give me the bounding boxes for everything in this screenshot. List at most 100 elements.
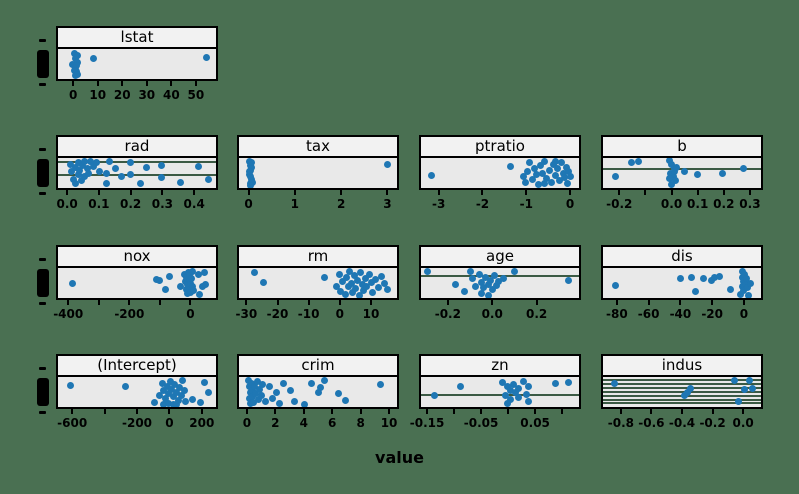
data-point	[627, 159, 635, 166]
y-axis-label-blob	[37, 159, 49, 187]
data-point	[252, 390, 260, 397]
data-point	[693, 171, 701, 178]
data-point	[161, 286, 169, 294]
panel-title: ptratio	[475, 137, 525, 155]
axis-tick	[619, 409, 622, 414]
data-point	[486, 276, 494, 284]
data-point	[202, 53, 210, 61]
data-point	[541, 180, 549, 187]
axis-tick	[103, 409, 106, 414]
data-point	[71, 66, 79, 74]
panel-title: dis	[671, 247, 693, 265]
data-point	[352, 284, 360, 292]
y-axis-label-blob	[37, 50, 49, 78]
axis-tick-label: 0.0	[660, 197, 683, 211]
data-point	[272, 388, 280, 396]
data-point	[250, 382, 258, 390]
data-point	[545, 166, 553, 174]
axis-tick	[480, 409, 483, 414]
data-point	[90, 162, 98, 170]
data-point	[526, 159, 534, 166]
data-point	[317, 384, 325, 391]
data-point	[611, 281, 619, 289]
axis-tick-label: -80	[606, 307, 628, 321]
axis-tick	[194, 81, 197, 86]
data-point	[127, 171, 135, 178]
data-point	[177, 391, 185, 399]
axis-tick-label: 0.05	[520, 416, 550, 430]
data-point	[195, 162, 203, 170]
axis-tick-label: 0	[68, 88, 78, 102]
panel-title: zn	[491, 356, 509, 374]
data-point	[561, 174, 569, 181]
data-point	[196, 290, 204, 298]
data-point	[261, 397, 269, 405]
data-point	[457, 382, 464, 390]
axis-tick	[525, 190, 528, 195]
axis-tick-label: 0.2	[525, 307, 548, 321]
axis-tick	[168, 409, 171, 414]
axis-tick-label: -40	[669, 307, 692, 321]
data-point	[471, 282, 479, 290]
data-point	[668, 161, 676, 169]
panel-indus: indus	[601, 354, 763, 409]
axis-tick	[97, 190, 100, 195]
panel-strip-rad: rad	[58, 137, 216, 158]
data-point	[484, 281, 492, 288]
data-point	[482, 273, 490, 281]
axis-tick-label: -0.2	[606, 197, 633, 211]
data-point	[250, 399, 258, 406]
data-point	[665, 158, 673, 164]
data-point	[118, 172, 125, 180]
reference-line	[603, 379, 761, 381]
data-point	[378, 272, 386, 280]
reference-line	[603, 402, 761, 405]
axis-tick-label: -400	[53, 307, 84, 321]
data-point	[160, 387, 168, 394]
data-point	[96, 168, 104, 175]
axis-tick-label: -2	[475, 197, 490, 211]
axis-tick	[200, 409, 203, 414]
panel-plot-dis	[603, 268, 761, 298]
data-point	[105, 158, 113, 166]
axis-tick	[136, 409, 138, 414]
data-point	[478, 278, 486, 286]
data-point	[127, 159, 135, 166]
axis-tick	[66, 190, 69, 195]
data-point	[335, 270, 343, 278]
axis-tick-label: 8	[356, 416, 365, 430]
data-point	[499, 378, 507, 386]
data-point	[83, 165, 91, 172]
axis-tick	[121, 81, 124, 86]
data-point	[73, 71, 81, 78]
data-point	[504, 399, 512, 407]
y-axis-tick-mark	[39, 411, 46, 414]
axis-tick	[193, 190, 196, 195]
data-point	[687, 274, 695, 282]
axis-tick	[711, 300, 714, 305]
panel-plot-tax	[239, 158, 397, 188]
data-point	[507, 162, 515, 170]
data-point	[363, 282, 371, 290]
axis-tick	[446, 300, 449, 305]
panel-age: age	[419, 245, 581, 300]
axis-tick-label: -0.2	[699, 416, 726, 430]
axis-tick	[388, 409, 391, 414]
axis-tick-label: 0.2	[713, 197, 735, 211]
data-point	[169, 393, 177, 400]
data-point	[504, 383, 512, 391]
data-point	[375, 284, 383, 291]
axis-tick	[302, 409, 305, 414]
y-axis-tick-mark	[39, 148, 46, 151]
data-point	[543, 174, 551, 182]
data-point	[509, 381, 517, 388]
data-point	[259, 381, 267, 388]
data-point	[173, 388, 180, 396]
data-point	[740, 287, 748, 294]
axis-tick	[742, 409, 745, 414]
data-point	[491, 272, 499, 279]
data-point	[290, 398, 298, 406]
